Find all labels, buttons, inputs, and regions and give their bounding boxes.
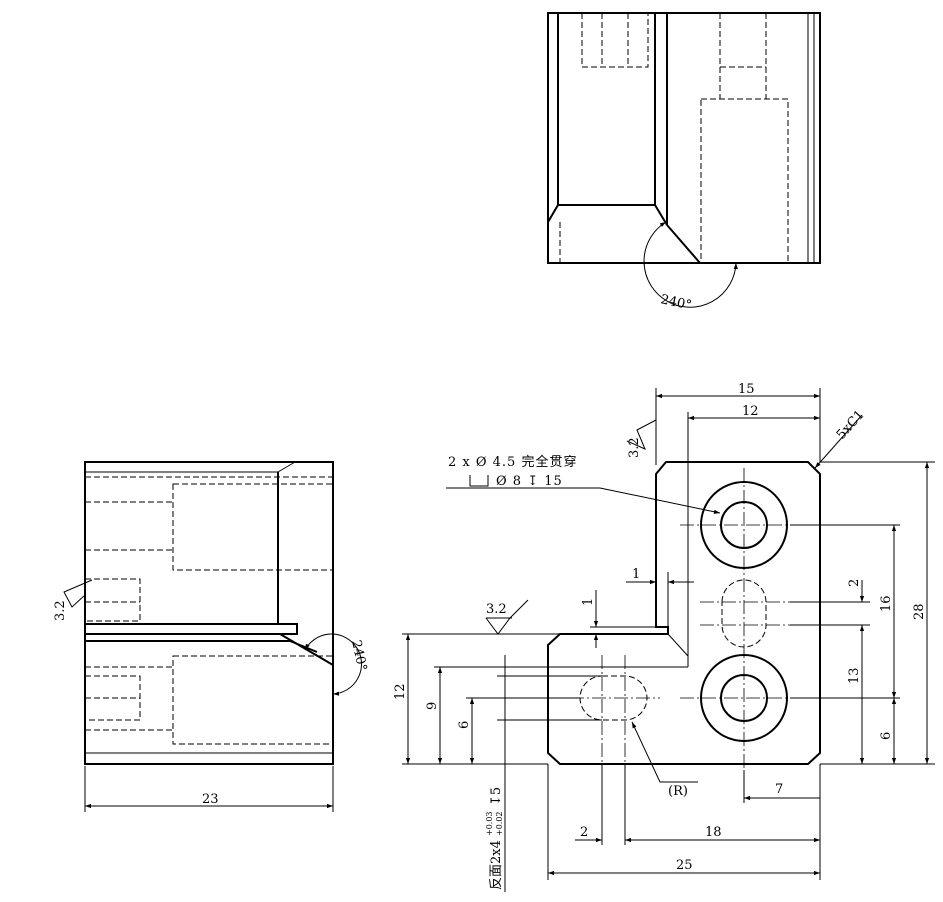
dim-13: 13 <box>847 667 862 684</box>
roughness-left: 3.2 <box>485 599 529 635</box>
svg-text:反面2x4: 反面2x4 <box>489 840 504 890</box>
dim-23: 23 <box>202 792 219 807</box>
roughness-top: 3.2 <box>626 419 657 458</box>
dim-2-right: 2 <box>847 579 862 587</box>
side-slot <box>84 623 298 635</box>
svg-text:2 x Ø 4.5 完全贯穿: 2 x Ø 4.5 完全贯穿 <box>448 454 577 470</box>
dim-9: 9 <box>425 702 440 710</box>
svg-text:+0.03: +0.03 <box>485 811 494 836</box>
svg-text:3.2: 3.2 <box>53 600 68 621</box>
dim-28: 28 <box>912 603 927 620</box>
side-view: 3.2 240° 23 <box>53 461 369 812</box>
svg-text:+0.02: +0.02 <box>495 811 504 836</box>
side-roughness-symbol: 3.2 <box>53 579 93 621</box>
svg-text:3.2: 3.2 <box>627 437 642 458</box>
side-angle-arc <box>304 633 362 696</box>
svg-text:3.2: 3.2 <box>486 602 507 617</box>
side-view-outline <box>84 461 334 765</box>
dim-25: 25 <box>676 858 693 873</box>
side-angle-label: 240° <box>348 639 369 673</box>
dim-15: 15 <box>738 382 755 397</box>
hole-upper <box>700 481 788 569</box>
dim-16: 16 <box>879 595 894 612</box>
dim-7: 7 <box>775 782 783 797</box>
slot-note: 反面2x4 +0.03 +0.02 ↧5 <box>485 787 504 890</box>
top-angle-arc <box>643 221 738 308</box>
dim-1-vertical: 1 <box>581 598 596 606</box>
svg-text:Ø 8 ↧ 15: Ø 8 ↧ 15 <box>496 474 563 489</box>
dim-12-top: 12 <box>742 404 759 419</box>
dim-chamfer: 5xC1 <box>834 408 868 443</box>
top-angle-label: 240° <box>659 292 693 313</box>
dim-18: 18 <box>705 825 722 840</box>
dim-12-left: 12 <box>393 683 408 700</box>
hole-lower <box>700 654 788 742</box>
hole-callout: 2 x Ø 4.5 完全贯穿 Ø 8 ↧ 15 <box>446 454 721 514</box>
front-view-outline <box>547 461 821 765</box>
hidden-slot-horizontal <box>579 675 648 721</box>
dim-1-horizontal: 1 <box>632 567 640 582</box>
top-view: 240° <box>547 12 821 313</box>
dim-6-right: 6 <box>879 732 894 740</box>
dim-6-left: 6 <box>457 721 472 729</box>
svg-text:↧5: ↧5 <box>489 787 504 806</box>
front-view: 15 12 5xC1 3.2 3.2 2 x Ø 4.5 完全贯穿 Ø 8 ↧ … <box>393 382 935 892</box>
dim-2-bottom: 2 <box>580 825 588 840</box>
hidden-slot-vertical <box>721 579 767 648</box>
top-view-outline <box>547 12 821 264</box>
dim-radius: (R) <box>668 784 688 799</box>
